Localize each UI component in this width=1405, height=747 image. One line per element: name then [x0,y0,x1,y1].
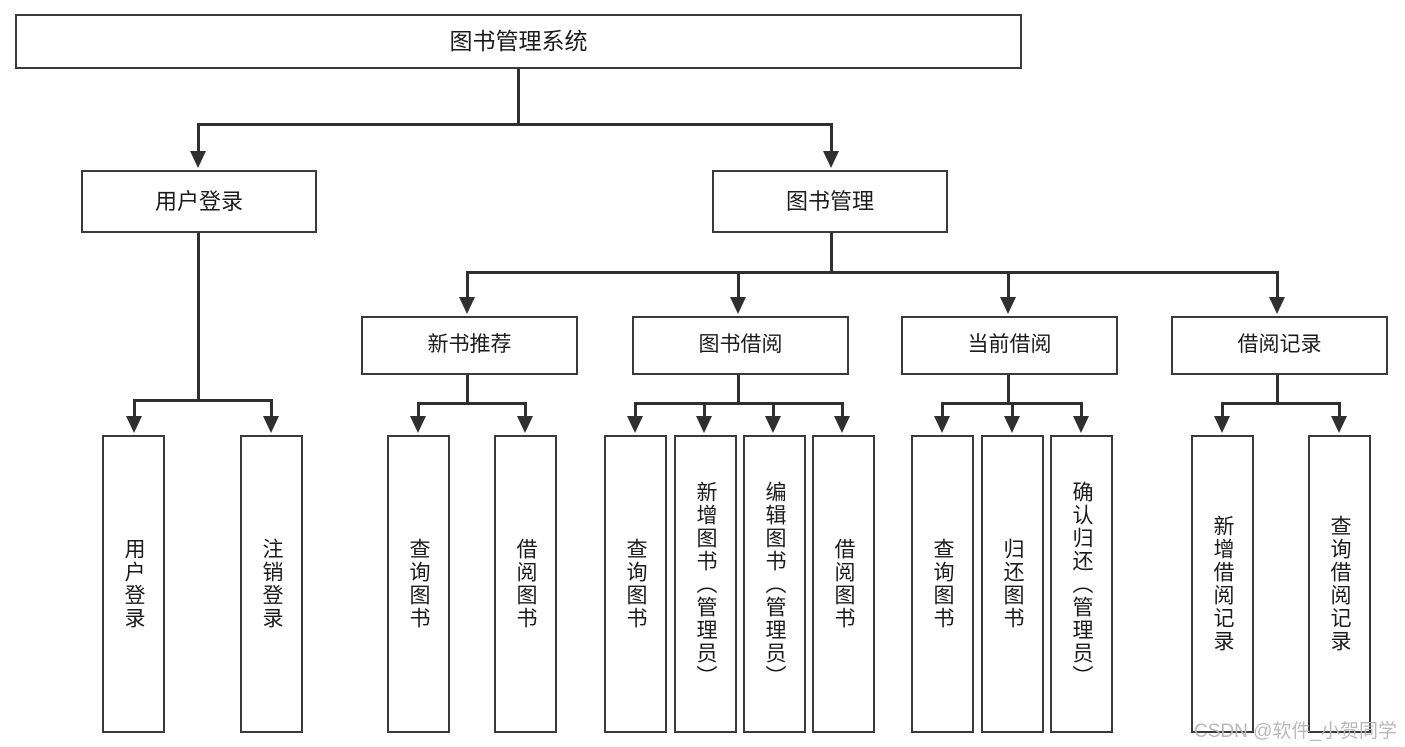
arrowhead-book-borrow-leaf1 [696,416,712,433]
arrowhead-borrow-record-leaf1 [1331,416,1347,433]
node-borrow-record[interactable]: 借阅记录 [1171,316,1388,375]
node-label: 新增借阅记录 [1211,515,1234,653]
connector-book-borrow-leaf2-drop [772,402,775,418]
connector-new-book-bus [417,402,527,405]
node-book-management[interactable]: 图书管理 [712,170,948,233]
connector-drop-current-borrow [1007,271,1010,299]
node-label: 注销登录 [260,538,283,630]
leaf-current-borrow-2[interactable]: 确认归还（管理员） [1050,435,1113,733]
connector-drop-borrow-record [1276,271,1279,299]
connector-user-login-leaf0-drop [133,399,136,418]
connector-book-borrow-leaf3-drop [841,402,844,418]
node-user-login[interactable]: 用户登录 [81,170,317,233]
node-label: 图书借阅 [698,333,783,357]
connector-drop-user-login [197,123,200,153]
node-current-borrow[interactable]: 当前借阅 [901,316,1118,375]
connector-new-book-stem [466,375,469,404]
arrowhead-user-login-leaf0 [126,416,142,433]
node-new-book-recommend[interactable]: 新书推荐 [361,316,578,375]
leaf-borrow-record-1[interactable]: 查询借阅记录 [1308,435,1371,733]
node-label: 用户登录 [154,188,243,214]
leaf-current-borrow-1[interactable]: 归还图书 [981,435,1044,733]
node-label: 编辑图书（管理员） [763,480,786,688]
connector-level2-bus [197,123,833,126]
leaf-new-book-recommend-1[interactable]: 借阅图书 [494,435,557,733]
connector-drop-book-management [830,123,833,153]
arrowhead-new-book-leaf1 [517,416,533,433]
connector-current-borrow-stem [1007,375,1010,404]
leaf-user-login-1[interactable]: 注销登录 [240,435,303,733]
connector-book-borrow-stem [737,375,740,404]
leaf-book-borrow-0[interactable]: 查询图书 [604,435,667,733]
arrowhead-book-borrow-leaf0 [627,416,643,433]
node-label: 查询图书 [407,538,430,630]
arrowhead-current-borrow-leaf2 [1073,416,1089,433]
connector-borrow-record-leaf0-drop [1221,402,1224,418]
node-label: 图书管理 [785,188,874,214]
arrowhead-current-borrow-leaf0 [934,416,950,433]
leaf-new-book-recommend-0[interactable]: 查询图书 [387,435,450,733]
leaf-book-borrow-2[interactable]: 编辑图书（管理员） [743,435,806,733]
arrowhead-borrow-record [1269,297,1285,314]
arrowhead-book-borrow-leaf2 [765,416,781,433]
connector-user-login-stem [197,233,200,401]
connector-book-borrow-leaf1-drop [703,402,706,418]
connector-book-borrow-bus [634,402,844,405]
arrowhead-book-management [823,151,839,168]
connector-new-book-leaf0-drop [417,402,420,418]
node-label: 归还图书 [1001,538,1024,630]
node-label: 查询借阅记录 [1328,515,1351,653]
connector-borrow-record-leaf1-drop [1338,402,1341,418]
arrowhead-user-login-leaf1 [263,416,279,433]
arrowhead-book-borrow-leaf3 [834,416,850,433]
node-label: 当前借阅 [967,333,1052,357]
node-label: 新书推荐 [427,333,512,357]
node-label: 查询图书 [931,538,954,630]
connector-book-borrow-leaf0-drop [634,402,637,418]
arrowhead-current-borrow [1000,297,1016,314]
arrowhead-new-book-leaf0 [410,416,426,433]
connector-borrow-record-bus [1221,402,1341,405]
node-label: 图书管理系统 [449,27,588,54]
connector-current-borrow-leaf0-drop [941,402,944,418]
connector-user-login-leaf1-drop [270,399,273,418]
arrowhead-borrow-record-leaf0 [1214,416,1230,433]
node-label: 借阅图书 [514,538,537,630]
node-book-borrow[interactable]: 图书借阅 [632,316,849,375]
connector-drop-book-borrow [737,271,740,299]
leaf-user-login-0[interactable]: 用户登录 [102,435,165,733]
leaf-book-borrow-3[interactable]: 借阅图书 [812,435,875,733]
node-label: 确认归还（管理员） [1070,480,1093,688]
node-label: 借阅图书 [832,538,855,630]
arrowhead-new-book [459,297,475,314]
arrowhead-user-login [190,151,206,168]
connector-current-borrow-leaf2-drop [1080,402,1083,418]
node-label: 新增图书（管理员） [694,480,717,688]
arrowhead-current-borrow-leaf1 [1004,416,1020,433]
connector-new-book-leaf1-drop [524,402,527,418]
connector-borrow-record-stem [1276,375,1279,404]
leaf-borrow-record-0[interactable]: 新增借阅记录 [1191,435,1254,733]
connector-book-management-stem [830,233,833,273]
arrowhead-book-borrow [730,297,746,314]
connector-root-stem [517,69,520,123]
connector-level3-bus [466,271,1279,274]
connector-current-borrow-leaf1-drop [1011,402,1014,418]
node-label: 用户登录 [122,538,145,630]
connector-user-login-bus [133,399,273,402]
connector-drop-new-book [466,271,469,299]
node-root-book-management-system[interactable]: 图书管理系统 [15,14,1022,69]
leaf-book-borrow-1[interactable]: 新增图书（管理员） [674,435,737,733]
node-label: 借阅记录 [1237,333,1322,357]
leaf-current-borrow-0[interactable]: 查询图书 [911,435,974,733]
node-label: 查询图书 [624,538,647,630]
